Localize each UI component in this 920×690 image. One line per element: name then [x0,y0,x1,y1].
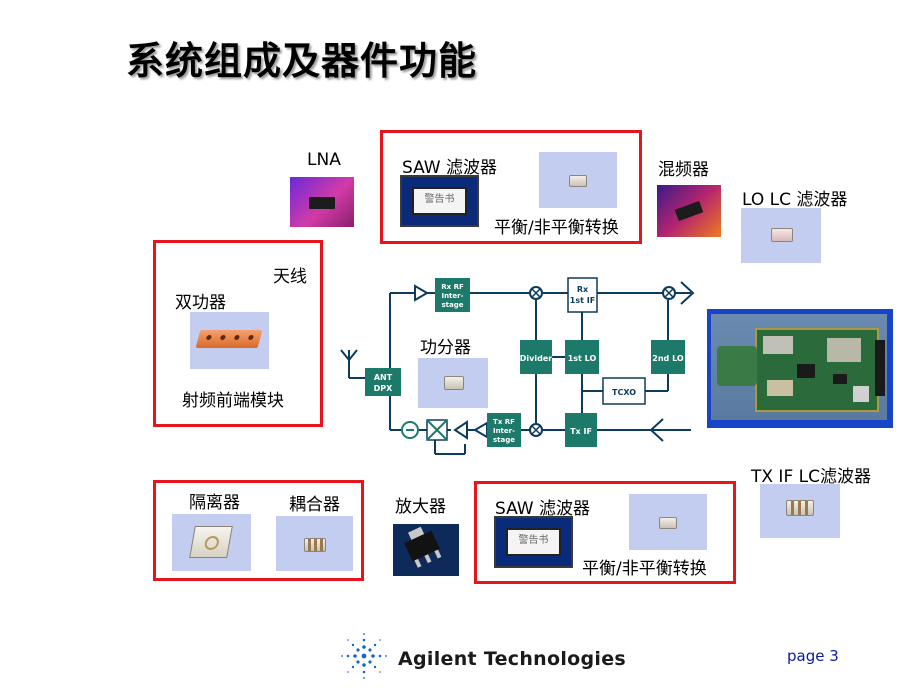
rx-1st-if-text-1: Rx [577,285,589,294]
tx-rf-text-1: Tx RF [493,418,515,426]
tx-if-text: Tx IF [570,427,592,436]
tx-pa-triangle [453,420,468,440]
tx-rf-interstage-block [487,413,521,447]
balun-label-bottom: 平衡/非平衡转换 [582,559,707,579]
rx-mixer-1 [529,286,543,300]
tcxo-text: TCXO [612,388,636,397]
spark-logo-icon [341,633,387,679]
saw-filter-label-bottom: SAW 滤波器 [495,499,591,519]
tcxo-block [602,377,646,405]
saw-filter-photo-top: 警告书 [400,175,479,227]
tx-mixer [529,423,543,437]
saw-filter-group-top [380,130,642,244]
duplexer-photo [190,312,269,369]
pcb-photo [711,314,887,420]
amplifier-part [404,526,442,568]
first-lo-text: 1st LO [568,354,597,363]
isolator-photo [172,514,251,571]
isolator-label: 隔离器 [189,493,240,513]
coupler-part [304,538,326,552]
rx-lna-triangle [414,284,429,302]
pcb-photo-frame [707,309,893,428]
balun-part-top [569,175,587,187]
saw-filter-group-bottom [474,481,736,584]
isolator-coupler-group [153,480,364,581]
rx-rf-text-2: Inter- [441,292,463,300]
ant-dpx-text-2: DPX [374,384,394,393]
rx-1st-if-block [567,277,598,313]
splitter-label: 功分器 [420,338,471,358]
splitter-part [444,376,464,390]
transceiver-block-diagram: Rx RF Inter- stage Rx 1st IF ANT DPX Div… [340,277,695,455]
ant-dpx-text-1: ANT [374,373,393,382]
saw-filter-label-top: SAW 滤波器 [402,158,498,178]
rf-frontend-module-group [153,240,323,427]
duplexer-label: 双功器 [175,293,226,313]
saw-filter-photo-bottom: 警告书 [494,516,573,568]
mixer-label: 混频器 [658,160,709,180]
lo-lc-filter-label: LO LC 滤波器 [742,190,848,210]
tx-coupler-symbol [426,419,448,441]
lna-label: LNA [307,150,341,170]
rx-rf-text-1: Rx RF [441,283,464,291]
balun-part-bottom [659,517,677,529]
balun-photo-bottom [629,494,707,550]
antenna-icon [340,349,358,368]
page-title: 系统组成及器件功能 [126,39,478,83]
saw-filter-marking-top: 警告书 [412,187,467,215]
coupler-photo [276,516,353,571]
first-lo-block [565,340,599,374]
tx-if-lc-filter-photo [760,484,840,538]
amplifier-label: 放大器 [395,497,446,517]
saw-filter-marking-bottom: 警告书 [506,528,561,556]
second-lo-block [651,340,685,374]
rf-frontend-label: 射频前端模块 [182,391,284,411]
pcb-connector [717,346,757,386]
lna-photo [290,177,354,227]
balun-label-top: 平衡/非平衡转换 [494,218,619,238]
second-lo-text: 2nd LO [652,354,684,363]
tx-if-lc-filter-label: TX IF LC滤波器 [751,467,871,487]
divider-block [520,340,552,374]
tx-driver-triangle [473,421,488,439]
coupler-label: 耦合器 [289,495,340,515]
antenna-label: 天线 [273,267,307,287]
mixer-chip [674,200,704,222]
amplifier-photo [393,524,459,576]
duplexer-part [195,330,263,348]
tx-isolator-symbol [401,421,419,439]
tx-rf-text-3: stage [493,436,515,444]
page-number: page 3 [787,647,839,665]
rx-mixer-2 [662,286,676,300]
mixer-photo [657,185,721,237]
rx-output-arrow [680,281,695,305]
pcb-board [755,328,879,412]
company-name: Agilent Technologies [398,648,627,670]
tx-if-block [565,413,597,447]
tx-if-lc-filter-part [786,500,814,516]
lo-lc-filter-photo [741,208,821,263]
lna-chip [309,197,335,209]
tx-rf-text-2: Inter- [493,427,515,435]
divider-text: Divider [520,354,552,363]
lo-lc-filter-part [771,228,793,242]
isolator-part [189,526,233,558]
rx-rf-interstage-block [435,278,470,312]
splitter-photo [418,358,488,408]
rx-rf-text-3: stage [442,301,464,309]
balun-photo-top [539,152,617,208]
ant-dpx-block [365,368,401,396]
pcb-edge-connector [875,340,885,396]
rx-1st-if-text-2: 1st IF [570,296,595,305]
